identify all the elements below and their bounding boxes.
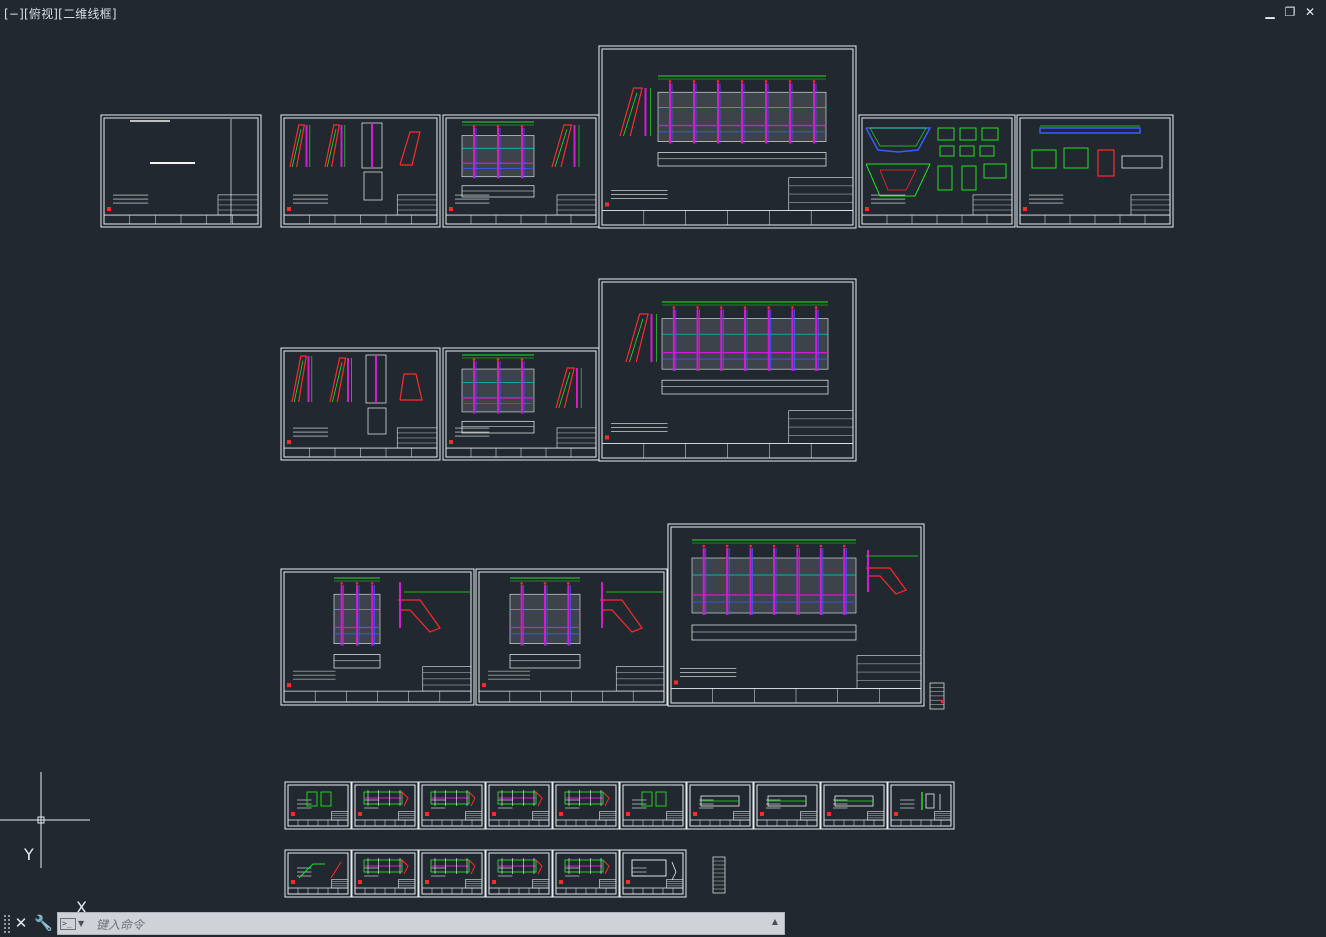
drawing-sheet[interactable] <box>100 114 262 228</box>
chevron-down-icon: ▼ <box>78 919 85 928</box>
drawing-sheet[interactable] <box>552 849 620 898</box>
ucs-y-label: Y <box>23 845 34 864</box>
drawing-sheet[interactable] <box>858 114 1016 228</box>
restore-icon[interactable]: ❐ <box>1284 5 1296 19</box>
drawing-sheet[interactable] <box>351 781 419 830</box>
command-input[interactable] <box>94 913 758 936</box>
drawing-sheet[interactable] <box>418 781 486 830</box>
drawing-sheet[interactable] <box>598 278 857 462</box>
drawing-sheet[interactable] <box>351 849 419 898</box>
drawing-sheet[interactable] <box>619 849 687 898</box>
minimize-icon[interactable]: ▁ <box>1265 5 1275 19</box>
drawing-sheet[interactable] <box>598 45 857 229</box>
command-input-box: >_ ▼ ▲ <box>57 912 785 936</box>
command-prompt-icon: >_ <box>60 917 76 930</box>
wrench-icon[interactable]: 🔧 <box>34 914 53 932</box>
drawing-sheet[interactable] <box>820 781 888 830</box>
drawing-sheet[interactable] <box>552 781 620 830</box>
drawing-sheet[interactable] <box>280 347 441 461</box>
ucs-x-label: X <box>76 898 87 917</box>
drawing-sheet[interactable] <box>280 114 441 228</box>
drawing-sheet[interactable] <box>1016 114 1174 228</box>
command-line-bar: ✕ 🔧 >_ ▼ ▲ <box>0 910 786 937</box>
command-prompt-button[interactable]: >_ ▼ <box>60 915 90 932</box>
viewport-window-controls: ▁ ❐ ✕ <box>1264 6 1316 18</box>
drawing-sheet[interactable] <box>485 849 553 898</box>
drawing-sheet[interactable] <box>667 523 925 707</box>
drawing-sheet[interactable] <box>887 781 955 830</box>
viewport-controls-label[interactable]: [−][俯视][二维线框] <box>4 7 117 21</box>
drawing-sheet[interactable] <box>418 849 486 898</box>
drawing-sheet[interactable] <box>442 114 600 228</box>
drawing-sheet[interactable] <box>284 849 352 898</box>
command-line-grip-handle[interactable] <box>3 914 11 934</box>
chevron-up-icon[interactable]: ▲ <box>771 917 779 926</box>
close-icon[interactable]: ✕ <box>14 914 28 932</box>
drawing-sheet[interactable] <box>284 781 352 830</box>
drawing-sheet[interactable] <box>280 568 475 706</box>
drawing-sheet[interactable] <box>475 568 668 706</box>
drawing-sheet[interactable] <box>485 781 553 830</box>
drawing-sheet[interactable] <box>619 781 687 830</box>
drawing-sheet[interactable] <box>686 781 754 830</box>
side-table[interactable] <box>712 856 726 894</box>
drawing-sheet[interactable] <box>442 347 600 461</box>
side-table[interactable] <box>929 682 945 710</box>
ucs-icon: Y X <box>0 772 90 917</box>
close-icon[interactable]: ✕ <box>1304 5 1316 19</box>
drawing-sheet[interactable] <box>753 781 821 830</box>
